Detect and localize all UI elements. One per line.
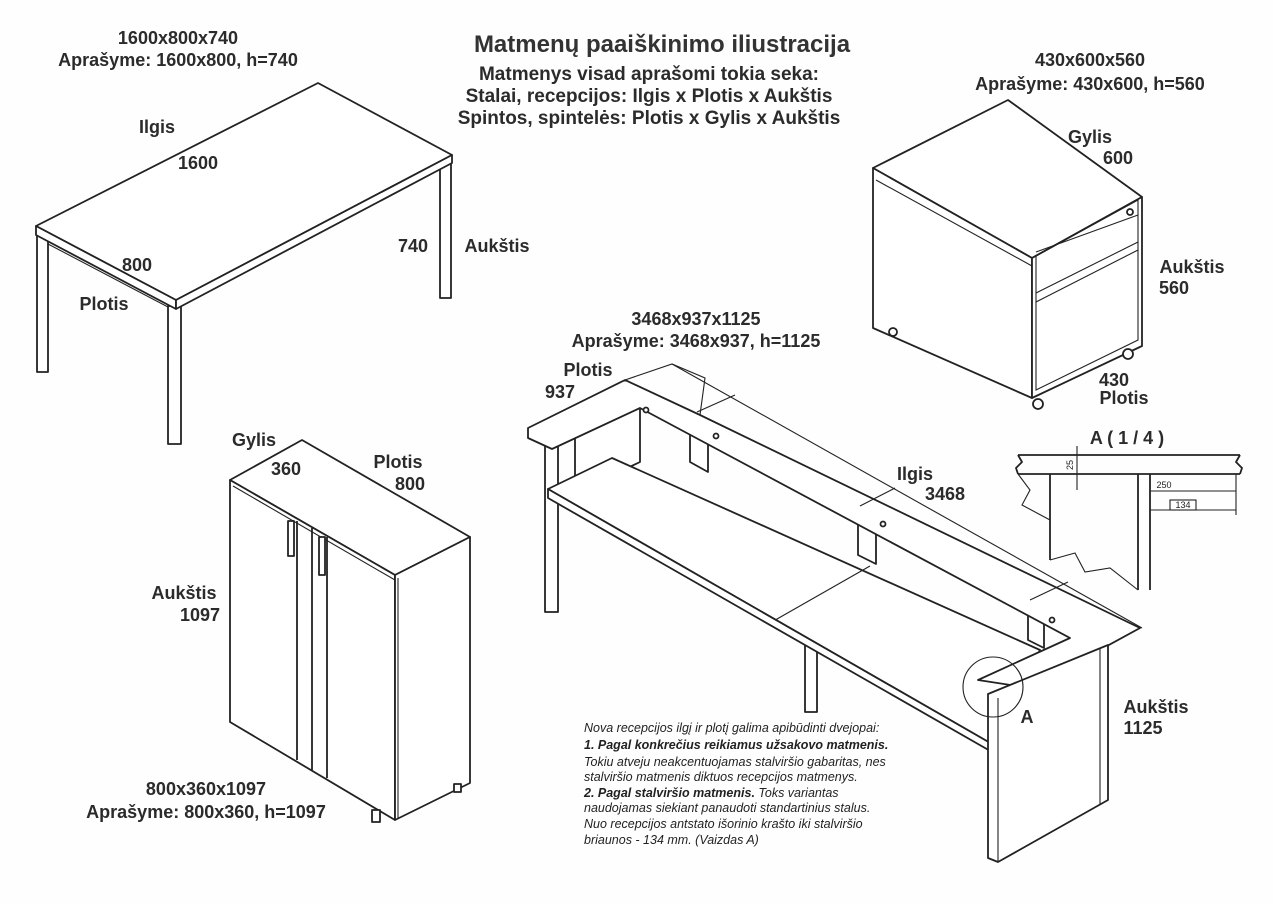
desk-height-value: 740 bbox=[398, 236, 428, 256]
detail-dim-134: 134 bbox=[1175, 500, 1190, 510]
reception-counter-joint-2 bbox=[859, 487, 896, 507]
desk-dims: 1600x800x740 bbox=[118, 28, 238, 48]
reception-right-panel bbox=[987, 644, 1109, 863]
cabinet-drawing bbox=[229, 439, 471, 823]
pedestal-caster-3 bbox=[1122, 348, 1134, 360]
title-line-2: Stalai, recepcijos: Ilgis x Plotis x Auk… bbox=[466, 86, 833, 107]
note-line-4: stalviršio matmenis diktuos recepcijos m… bbox=[584, 770, 858, 784]
detail-break-right bbox=[1235, 454, 1243, 475]
reception-bolt-4 bbox=[1048, 616, 1056, 624]
reception-counter-joint-3 bbox=[1029, 581, 1069, 601]
cabinet-height-label: Aukštis bbox=[151, 583, 216, 603]
reception-ilgis-label: Ilgis bbox=[897, 464, 933, 484]
desk-height-label: Aukštis bbox=[464, 236, 529, 256]
pedestal-drawer-line-2 bbox=[1035, 241, 1139, 294]
reception-bolt-1 bbox=[642, 406, 650, 414]
pedestal-drawer-line-1 bbox=[1035, 214, 1139, 253]
reception-detail-marker: A bbox=[1021, 707, 1034, 727]
desk-drawing bbox=[35, 82, 453, 445]
reception-height-label: Aukštis bbox=[1123, 697, 1188, 717]
detail-dim-134-box bbox=[1169, 499, 1197, 511]
detail-break-left bbox=[1015, 454, 1023, 475]
page-title: Matmenų paaiškinimo iliustracija bbox=[474, 31, 851, 58]
pedestal-gylis-value: 600 bbox=[1103, 148, 1133, 168]
desk-leg-front-left bbox=[36, 234, 49, 373]
reception-description: Aprašyme: 3468x937, h=1125 bbox=[572, 331, 821, 351]
detail-dim-25: 25 bbox=[1065, 460, 1075, 470]
reception-counter-top-left bbox=[624, 363, 706, 416]
cabinet-foot-1 bbox=[371, 809, 381, 823]
note-line-1: Nova recepcijos ilgį ir plotį galima api… bbox=[584, 721, 879, 735]
pedestal-plotis-label: Plotis bbox=[1099, 388, 1148, 408]
desk-ilgis-value: 1600 bbox=[178, 153, 218, 173]
cabinet-gylis-label: Gylis bbox=[232, 430, 276, 450]
pedestal-lock-icon bbox=[1126, 208, 1134, 216]
cabinet-description: Aprašyme: 800x360, h=1097 bbox=[86, 802, 326, 822]
detail-dim-250: 250 bbox=[1156, 480, 1171, 490]
note-line-5: 2. Pagal stalviršio matmenis. Toks varia… bbox=[583, 786, 839, 800]
reception-note: Nova recepcijos ilgį ir plotį galima api… bbox=[583, 721, 888, 847]
reception-panel-left bbox=[544, 444, 559, 613]
reception-counter-joint-1 bbox=[696, 394, 736, 413]
pedestal-plotis-value: 430 bbox=[1099, 370, 1129, 390]
cabinet-plotis-value: 800 bbox=[395, 474, 425, 494]
note-line-5-rest: Toks variantas bbox=[755, 786, 839, 800]
title-line-3: Spintos, spintelės: Plotis x Gylis x Auk… bbox=[458, 108, 841, 129]
desk-plotis-value: 800 bbox=[122, 255, 152, 275]
pedestal-drawer-line-3 bbox=[1035, 249, 1139, 303]
pedestal-height-label: Aukštis bbox=[1159, 257, 1224, 277]
note-line-6: naudojamas siekiant panaudoti standartin… bbox=[584, 801, 870, 815]
note-line-7: Nuo recepcijos antstato išorinio krašto … bbox=[584, 817, 863, 831]
reception-plotis-label: Plotis bbox=[563, 360, 612, 380]
note-line-3: Tokiu atveju neakcentuojamas stalviršio … bbox=[584, 755, 886, 769]
reception-drawing bbox=[527, 363, 1143, 863]
pedestal-front-inner bbox=[1035, 199, 1139, 391]
detail-a-drawing bbox=[1015, 446, 1243, 591]
detail-break-cut bbox=[1017, 473, 1051, 521]
note-line-8: briaunos - 134 mm. (Vaizdas A) bbox=[584, 833, 759, 847]
desk-description: Aprašyme: 1600x800, h=740 bbox=[58, 50, 298, 70]
reception-plotis-value: 937 bbox=[545, 382, 575, 402]
reception-ilgis-value: 3468 bbox=[925, 484, 965, 504]
pedestal-side-line bbox=[875, 179, 1033, 267]
cabinet-gylis-value: 360 bbox=[271, 459, 301, 479]
cabinet-foot-2 bbox=[453, 783, 462, 793]
detail-title: A ( 1 / 4 ) bbox=[1090, 428, 1164, 448]
desk-plotis-label: Plotis bbox=[79, 294, 128, 314]
cabinet-height-value: 1097 bbox=[180, 605, 220, 625]
desk-ilgis-label: Ilgis bbox=[139, 117, 175, 137]
cabinet-handle-left bbox=[287, 520, 295, 557]
pedestal-description: Aprašyme: 430x600, h=560 bbox=[975, 74, 1205, 94]
note-line-5-bold: 2. Pagal stalviršio matmenis. bbox=[583, 786, 755, 800]
desk-apron bbox=[47, 243, 169, 308]
cabinet-front-top-edge bbox=[232, 485, 396, 581]
cabinet-handle-right bbox=[318, 536, 326, 576]
reception-detail-circle bbox=[962, 656, 1024, 718]
desk-leg-back-right bbox=[439, 159, 452, 299]
note-line-2: 1. Pagal konkrečius reikiamus užsakovo m… bbox=[584, 738, 888, 752]
cabinet-plotis-label: Plotis bbox=[373, 452, 422, 472]
reception-height-value: 1125 bbox=[1123, 718, 1162, 738]
pedestal-dims: 430x600x560 bbox=[1035, 50, 1145, 70]
pedestal-gylis-label: Gylis bbox=[1068, 127, 1112, 147]
desk-leg-front-right bbox=[167, 305, 182, 445]
reception-dims: 3468x937x1125 bbox=[631, 309, 760, 329]
pedestal-height-value: 560 bbox=[1159, 278, 1189, 298]
cabinet-side bbox=[394, 536, 471, 821]
pedestal-caster-2 bbox=[1032, 398, 1044, 410]
detail-break-bottom bbox=[1049, 552, 1139, 591]
reception-worktop-split bbox=[769, 565, 871, 624]
pedestal-drawing bbox=[872, 99, 1143, 410]
reception-bolt-2 bbox=[712, 432, 720, 440]
pedestal-caster-1 bbox=[888, 327, 898, 337]
cabinet-dims: 800x360x1097 bbox=[146, 779, 266, 799]
desk-top-edge-side bbox=[175, 154, 453, 310]
title-line-1: Matmenys visad aprašomi tokia seka: bbox=[479, 64, 819, 85]
reception-bolt-3 bbox=[879, 520, 887, 528]
